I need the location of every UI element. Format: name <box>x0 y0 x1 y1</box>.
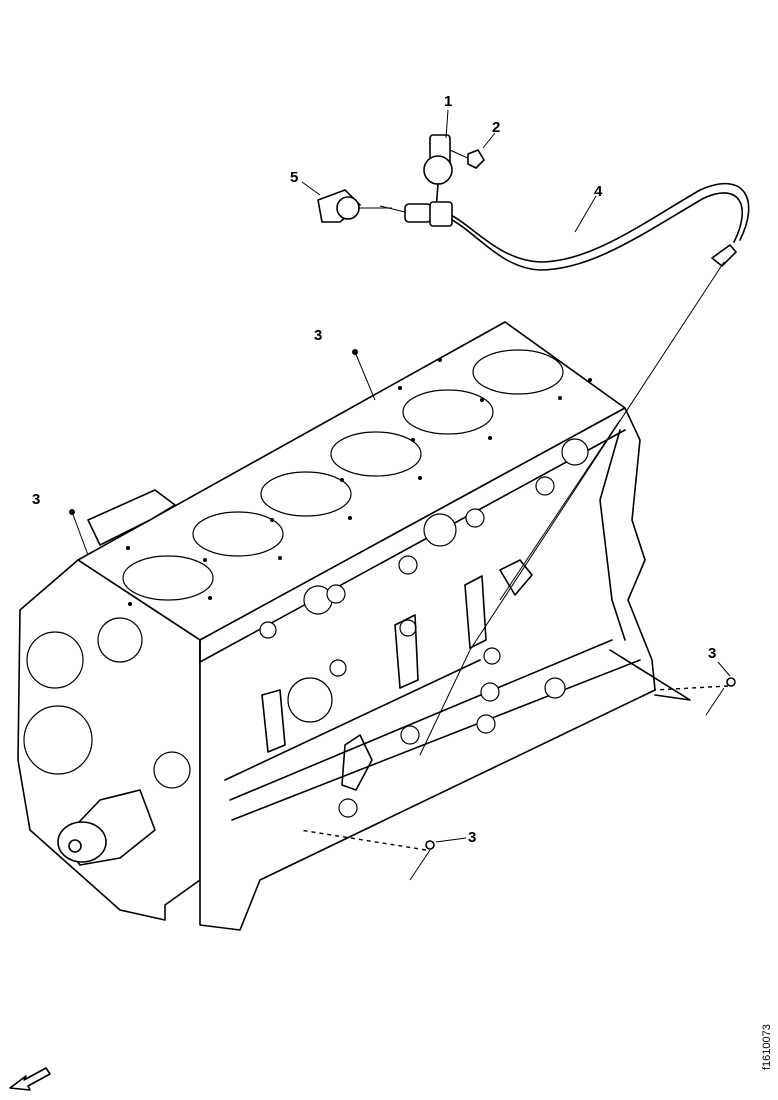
harness-leader-line-b <box>499 419 621 601</box>
sensor-bolt <box>449 149 485 169</box>
callout-3-top: 3 <box>314 327 322 344</box>
front-arrow-icon <box>9 1067 51 1091</box>
harness-connector <box>379 201 453 227</box>
figure-reference-code: f1610073 <box>761 1024 773 1070</box>
wiring-harness <box>439 182 750 271</box>
harness-leader-line <box>419 261 725 756</box>
callout-5: 5 <box>290 169 298 186</box>
callout-2: 2 <box>492 119 500 136</box>
fastener-left <box>69 509 89 556</box>
speed-sensor <box>423 134 453 211</box>
sensor-5 <box>317 189 392 223</box>
leader-3c <box>717 661 731 677</box>
fastener-bottom <box>299 829 435 881</box>
deck-bolt-holes <box>126 358 592 606</box>
callout-1: 1 <box>444 93 452 110</box>
fastener-right <box>654 677 736 716</box>
leader-5 <box>301 181 321 196</box>
leader-4 <box>574 195 597 233</box>
leader-3d <box>435 837 467 843</box>
callout-3-right: 3 <box>708 645 716 662</box>
fastener-top <box>352 349 376 401</box>
callout-3-bottom: 3 <box>468 829 476 846</box>
callout-4: 4 <box>594 183 603 200</box>
callout-3-left: 3 <box>32 491 40 508</box>
leader-1 <box>445 109 449 139</box>
leader-2 <box>482 132 496 149</box>
crankshaft-nose <box>57 789 156 866</box>
